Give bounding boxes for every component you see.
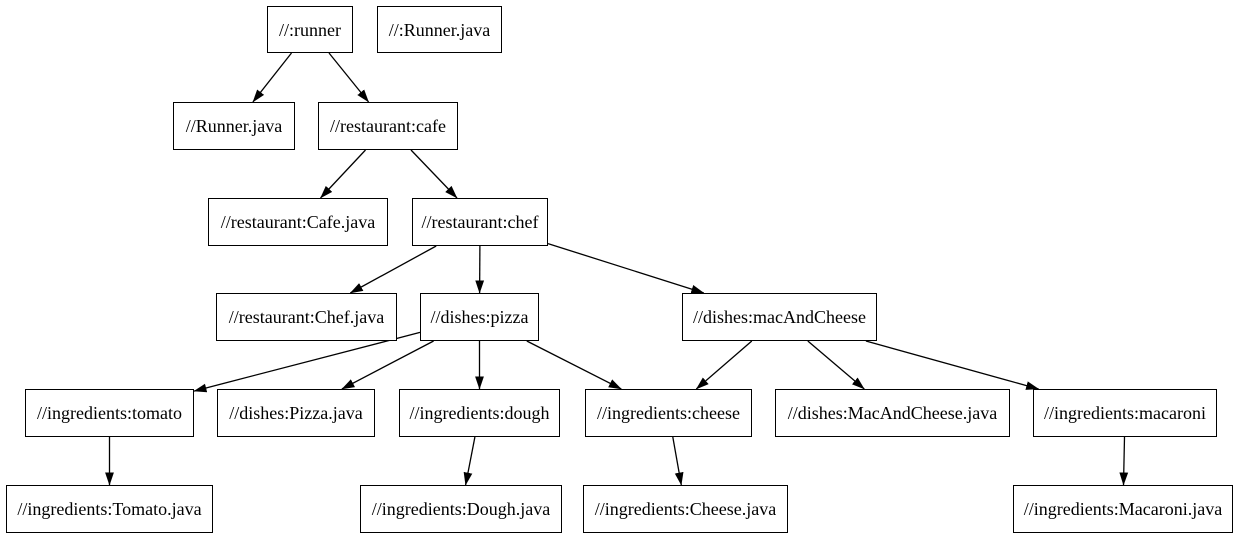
graph-node-pizza-java: //dishes:Pizza.java — [217, 389, 375, 437]
graph-node-cafe-java: //restaurant:Cafe.java — [208, 198, 388, 246]
graph-node-macandcheese: //dishes:macAndCheese — [682, 293, 877, 341]
edge-pizza-to-tomato — [193, 331, 421, 393]
edge-macaroni-to-macaroni-java — [1119, 436, 1129, 486]
graph-node-macaroni: //ingredients:macaroni — [1033, 389, 1217, 437]
graph-node-macaroni-java: //ingredients:Macaroni.java — [1013, 485, 1233, 533]
graph-node-cafe: //restaurant:cafe — [318, 102, 458, 150]
edge-macandcheese-to-cheese — [695, 340, 753, 390]
graph-node-runner: //:runner — [267, 6, 353, 53]
graph-node-dough: //ingredients:dough — [399, 389, 560, 437]
graph-node-chef-java: //restaurant:Chef.java — [216, 293, 397, 341]
graph-node-root-runner-java: //:Runner.java — [377, 6, 502, 53]
graph-node-tomato-java: //ingredients:Tomato.java — [6, 485, 213, 533]
graph-node-tomato: //ingredients:tomato — [25, 389, 194, 437]
edge-pizza-to-cheese — [526, 340, 622, 390]
edge-cafe-to-cafe-java — [320, 149, 366, 199]
graph-node-chef: //restaurant:chef — [412, 198, 548, 246]
edge-pizza-to-pizza-java — [341, 340, 434, 390]
graph-node-cheese: //ingredients:cheese — [585, 389, 752, 437]
edge-macandcheese-to-macaroni — [865, 340, 1040, 390]
edge-chef-to-macandcheese — [547, 242, 705, 294]
graph-node-cheese-java: //ingredients:Cheese.java — [583, 485, 788, 533]
graph-node-runner-java: //Runner.java — [173, 102, 295, 150]
edge-dough-to-dough-java — [463, 436, 476, 486]
edge-cafe-to-chef — [410, 149, 458, 199]
edge-chef-to-chef-java — [349, 245, 437, 294]
graph-node-dough-java: //ingredients:Dough.java — [360, 485, 562, 533]
edge-runner-to-cafe — [328, 52, 370, 103]
graph-node-pizza: //dishes:pizza — [420, 293, 539, 341]
edge-macandcheese-to-macandcheese-java — [807, 340, 865, 390]
edge-cheese-to-cheese-java — [672, 436, 684, 486]
edge-runner-to-runner-java — [252, 52, 293, 103]
graph-node-macandcheese-java: //dishes:MacAndCheese.java — [775, 389, 1010, 437]
